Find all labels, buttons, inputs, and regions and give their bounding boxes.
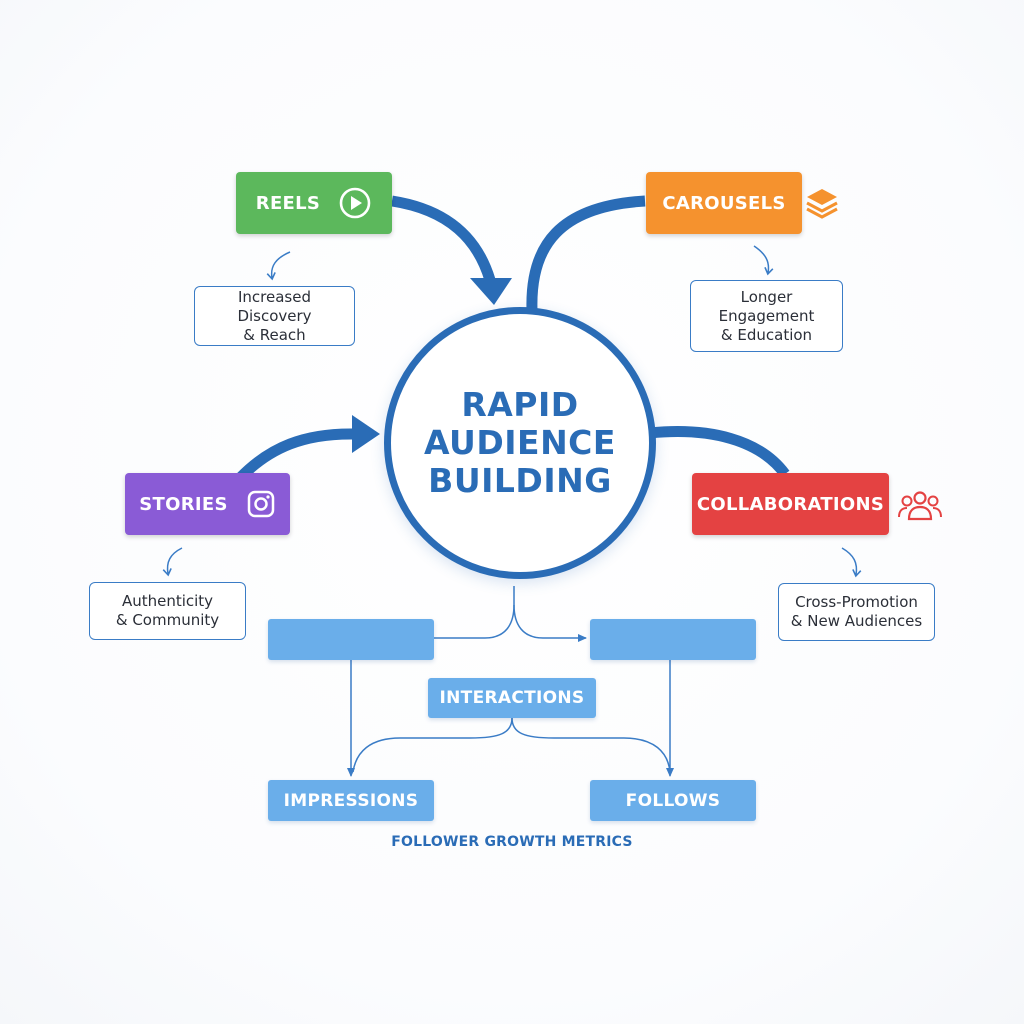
- play-circle-icon: [338, 186, 372, 220]
- stories-benefit-arrow: [162, 547, 183, 577]
- collaborations-to-hub-arrow: [649, 426, 790, 478]
- carousels-label: CAROUSELS: [662, 192, 786, 214]
- interactions-to-follows-line: [511, 717, 671, 773]
- blank-metric-left: [268, 619, 434, 660]
- layers-icon: [804, 186, 840, 222]
- stories-label: STORIES: [139, 493, 228, 515]
- people-icon: [897, 488, 943, 522]
- hub-to-left-metric-line: [434, 586, 515, 639]
- reels-to-hub-arrow: [391, 195, 496, 282]
- carousels-node: CAROUSELS: [646, 172, 802, 234]
- interactions-metric: INTERACTIONS: [428, 678, 596, 718]
- collaborations-label: COLLABORATIONS: [696, 493, 885, 515]
- reels-arrowhead: [470, 278, 512, 305]
- carousels-benefit-box: Longer Engagement & Education: [690, 280, 843, 352]
- reels-node: REELS: [236, 172, 392, 234]
- interactions-to-impressions-line: [352, 717, 513, 773]
- rapid-audience-building-hub: RAPID AUDIENCE BUILDING: [384, 307, 656, 579]
- stories-node: STORIES: [125, 473, 290, 535]
- collaborations-benefit-arrow: [841, 547, 862, 578]
- stories-benefit-box: Authenticity & Community: [89, 582, 246, 640]
- stories-arrowhead: [352, 415, 380, 453]
- hub-to-right-metric-line: [513, 604, 587, 642]
- follows-metric: FOLLOWS: [590, 780, 756, 821]
- carousels-to-hub-arrow: [526, 195, 646, 311]
- reels-benefit-arrow: [266, 251, 291, 281]
- impressions-metric: IMPRESSIONS: [268, 780, 434, 821]
- reels-benefit-box: Increased Discovery & Reach: [194, 286, 355, 346]
- collaborations-node: COLLABORATIONS: [692, 473, 889, 535]
- instagram-icon: [246, 489, 276, 519]
- footer-caption: FOLLOWER GROWTH METRICS: [391, 834, 633, 850]
- stories-to-hub-arrow: [236, 428, 356, 482]
- hub-title: RAPID AUDIENCE BUILDING: [424, 385, 616, 500]
- blank-metric-right: [590, 619, 756, 660]
- collaborations-benefit-box: Cross-Promotion & New Audiences: [778, 583, 935, 641]
- carousels-benefit-arrow: [753, 245, 774, 276]
- reels-label: REELS: [255, 192, 321, 214]
